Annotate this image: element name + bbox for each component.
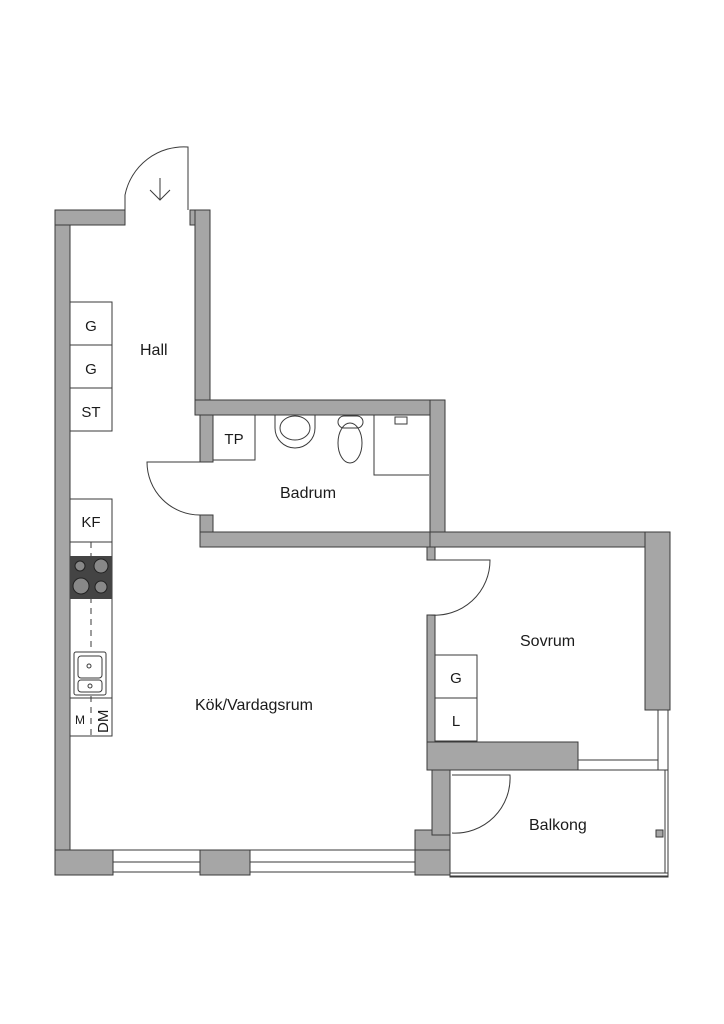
microwave-label: M xyxy=(75,713,85,727)
kitchen-counter xyxy=(69,498,113,737)
bedroom-linen-label: L xyxy=(452,713,460,730)
kitchen-sink-icon xyxy=(73,651,107,696)
shower-tap-icon xyxy=(394,416,408,425)
hall-wardrobe-1-label: G xyxy=(85,318,97,335)
room-label-kitchen-living: Kök/Vardagsrum xyxy=(195,697,313,714)
room-label-balcony: Balkong xyxy=(529,817,587,834)
bedroom-wardrobe-label: G xyxy=(450,670,462,687)
tp-cabinet xyxy=(212,414,256,461)
room-label-bedroom: Sovrum xyxy=(520,633,575,650)
bedroom-linen-closet xyxy=(434,697,478,742)
balcony-outline xyxy=(449,769,669,878)
room-label-hall: Hall xyxy=(140,342,168,359)
shower-icon xyxy=(373,415,429,476)
tp-label: TP xyxy=(224,431,243,448)
room-label-bathroom: Badrum xyxy=(280,485,336,502)
sink-icon xyxy=(274,415,316,449)
dishwasher-label: DM xyxy=(95,710,112,733)
walls xyxy=(54,209,671,876)
toilet-icon xyxy=(337,415,364,464)
fridge-freezer-label: KF xyxy=(81,514,100,531)
doors xyxy=(124,146,511,834)
stove-icon xyxy=(70,556,112,599)
windows xyxy=(112,709,669,873)
hall-storage xyxy=(69,301,113,432)
entrance-arrow-icon xyxy=(149,178,171,201)
hall-wardrobe-2-label: G xyxy=(85,361,97,378)
hall-cleaning-closet-label: ST xyxy=(81,404,100,421)
bedroom-wardrobe xyxy=(434,654,478,699)
